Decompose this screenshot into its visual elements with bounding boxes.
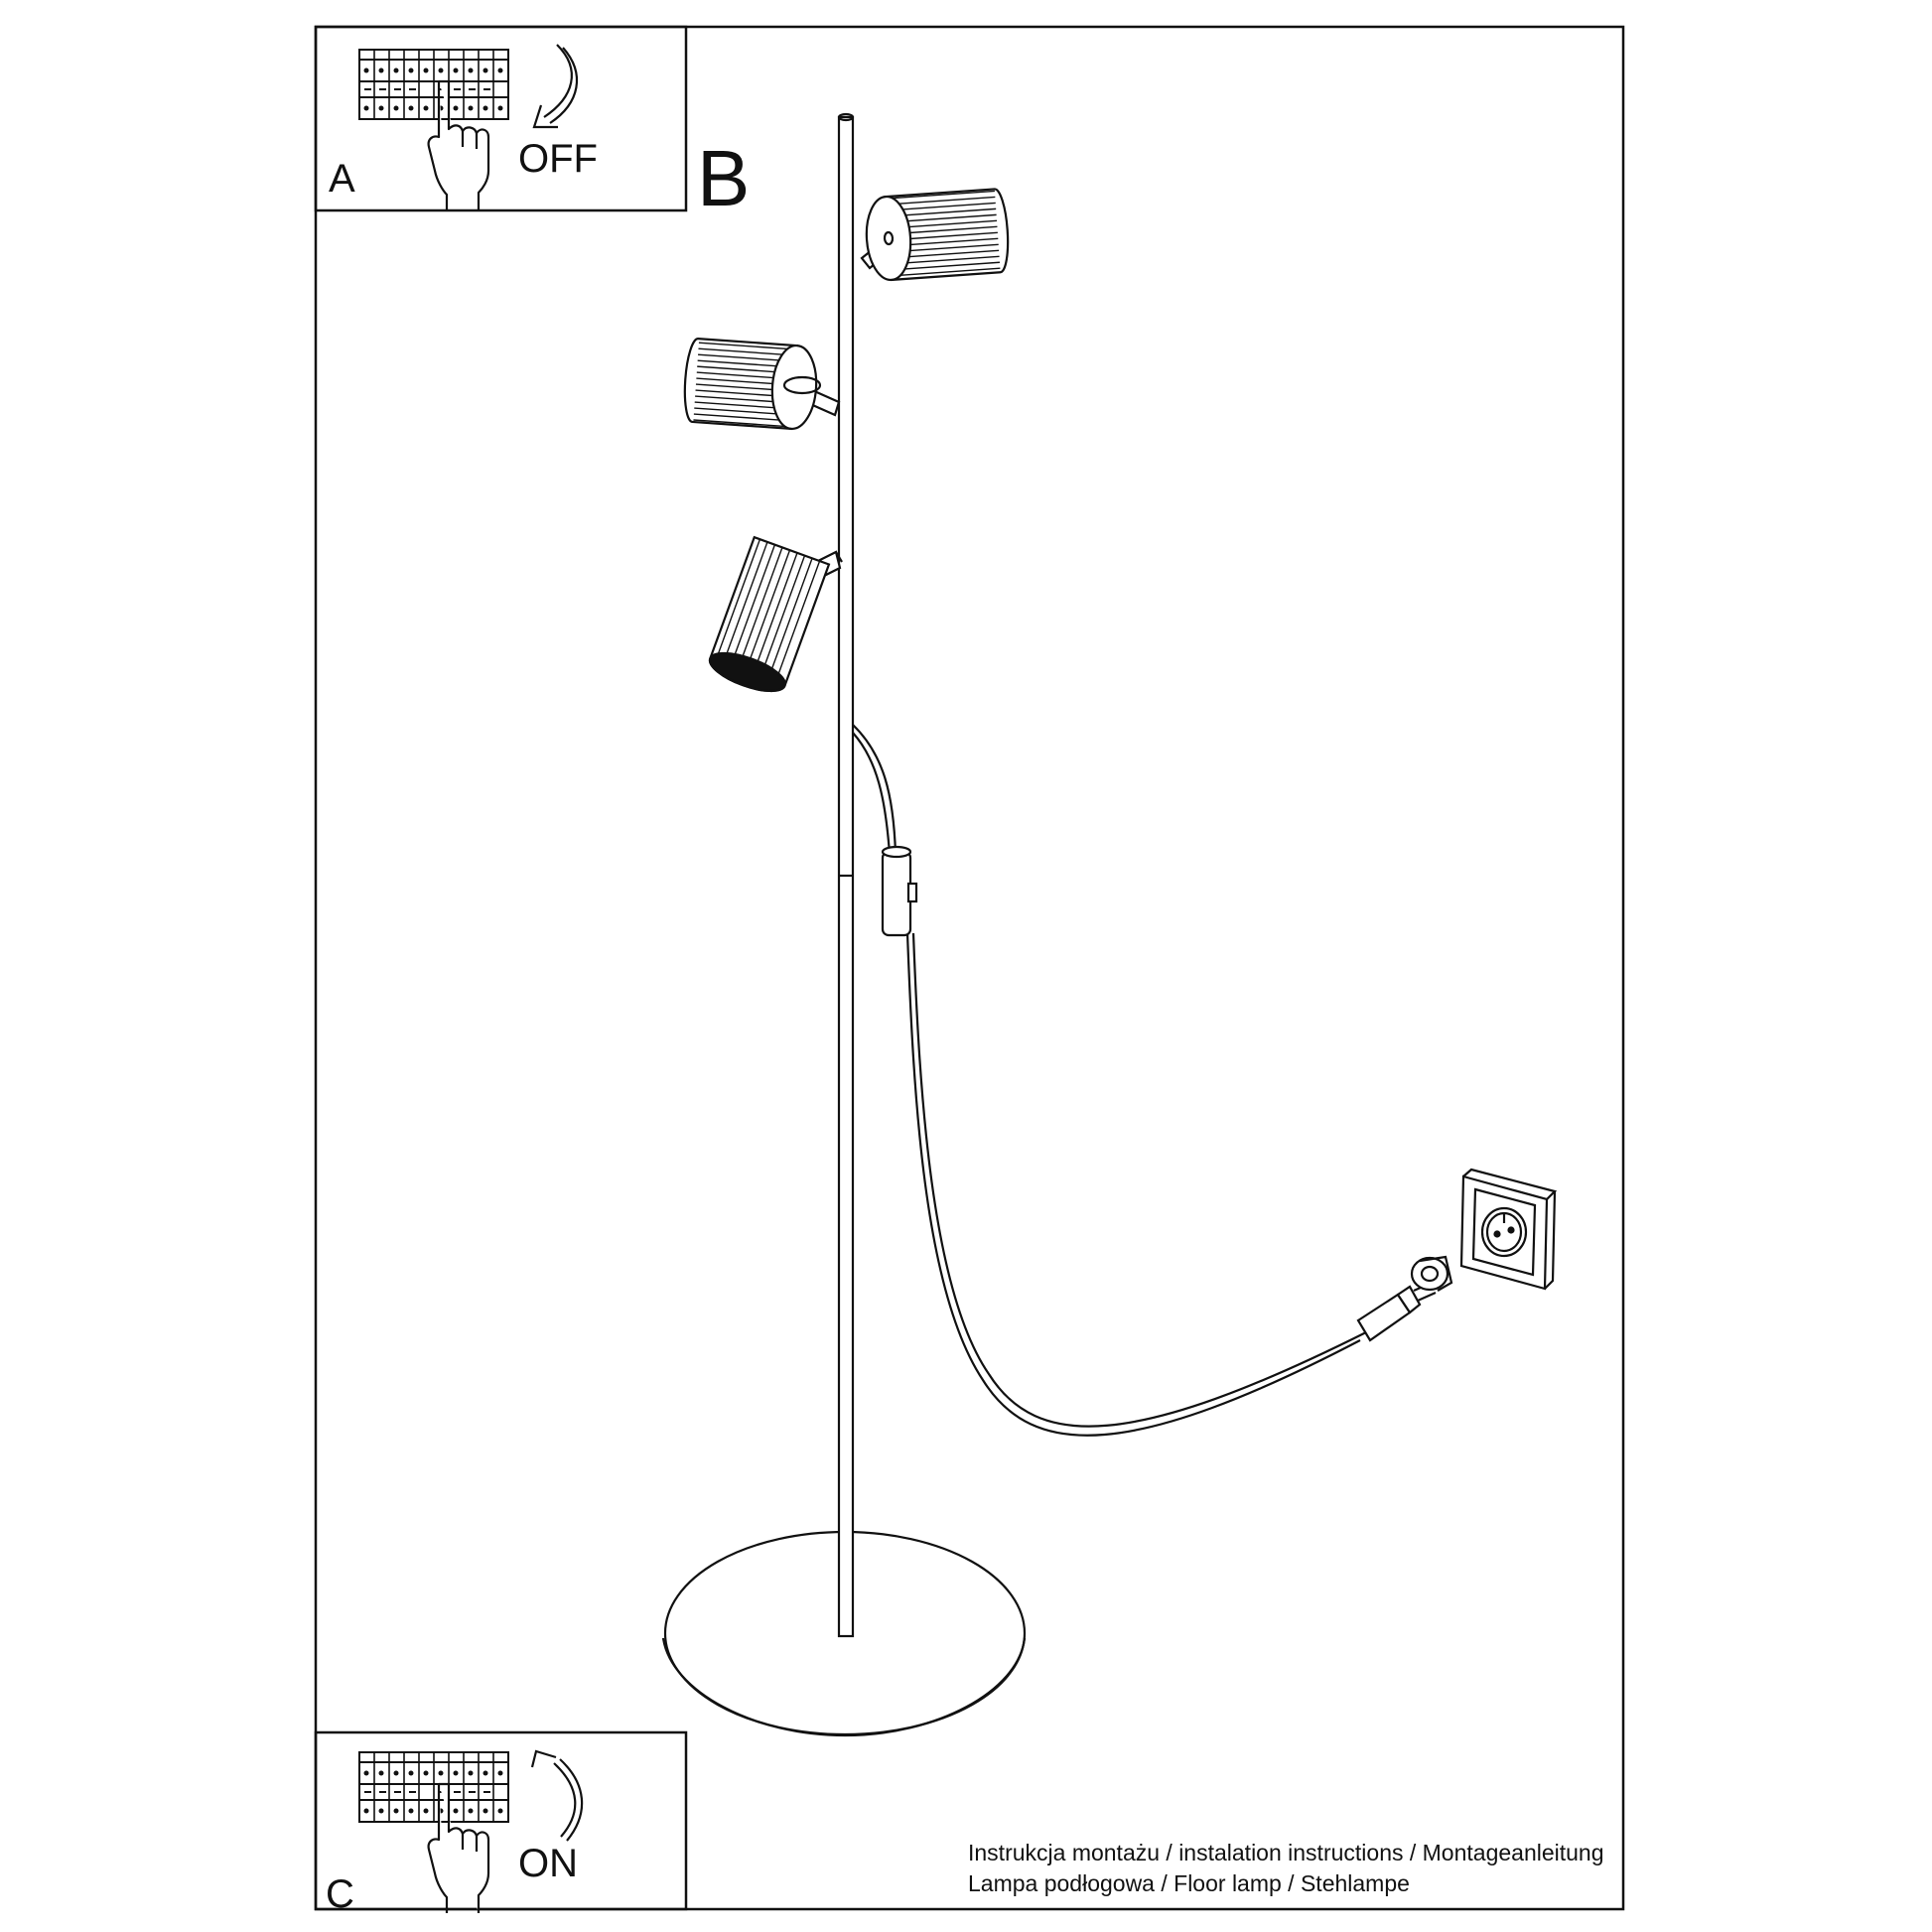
lamp-shade-middle [683,338,841,431]
socket-adapter [1410,1255,1453,1292]
hand-pointer-icon [427,1782,490,1915]
step-b-label: B [697,134,751,222]
footer-instructions-title: Instrukcja montażu / instalation instruc… [968,1840,1604,1865]
step-c-label: C [326,1872,354,1916]
step-a-label: A [329,157,355,201]
power-cable [852,724,1361,1437]
circuit-breaker-icon [358,49,509,120]
step-c-box [314,1730,688,1911]
circuit-breaker-icon [358,1751,509,1823]
arrow-down-icon [532,44,578,129]
step-a-state-label: OFF [518,137,598,181]
cord-switch [881,845,918,937]
lamp-shade-lower [708,535,843,693]
outer-frame [314,25,1625,1911]
floor-lamp-drawing [661,112,1558,1737]
step-c-state-label: ON [518,1842,578,1885]
hand-pointer-icon [427,79,490,212]
arrow-up-icon [530,1749,584,1842]
footer-product-name: Lampa podłogowa / Floor lamp / Stehlampe [968,1870,1410,1896]
plug-icon [1356,1281,1437,1342]
lamp-shade-upper [860,188,1010,282]
step-a-box [314,25,688,212]
wall-socket-icon [1459,1168,1558,1291]
